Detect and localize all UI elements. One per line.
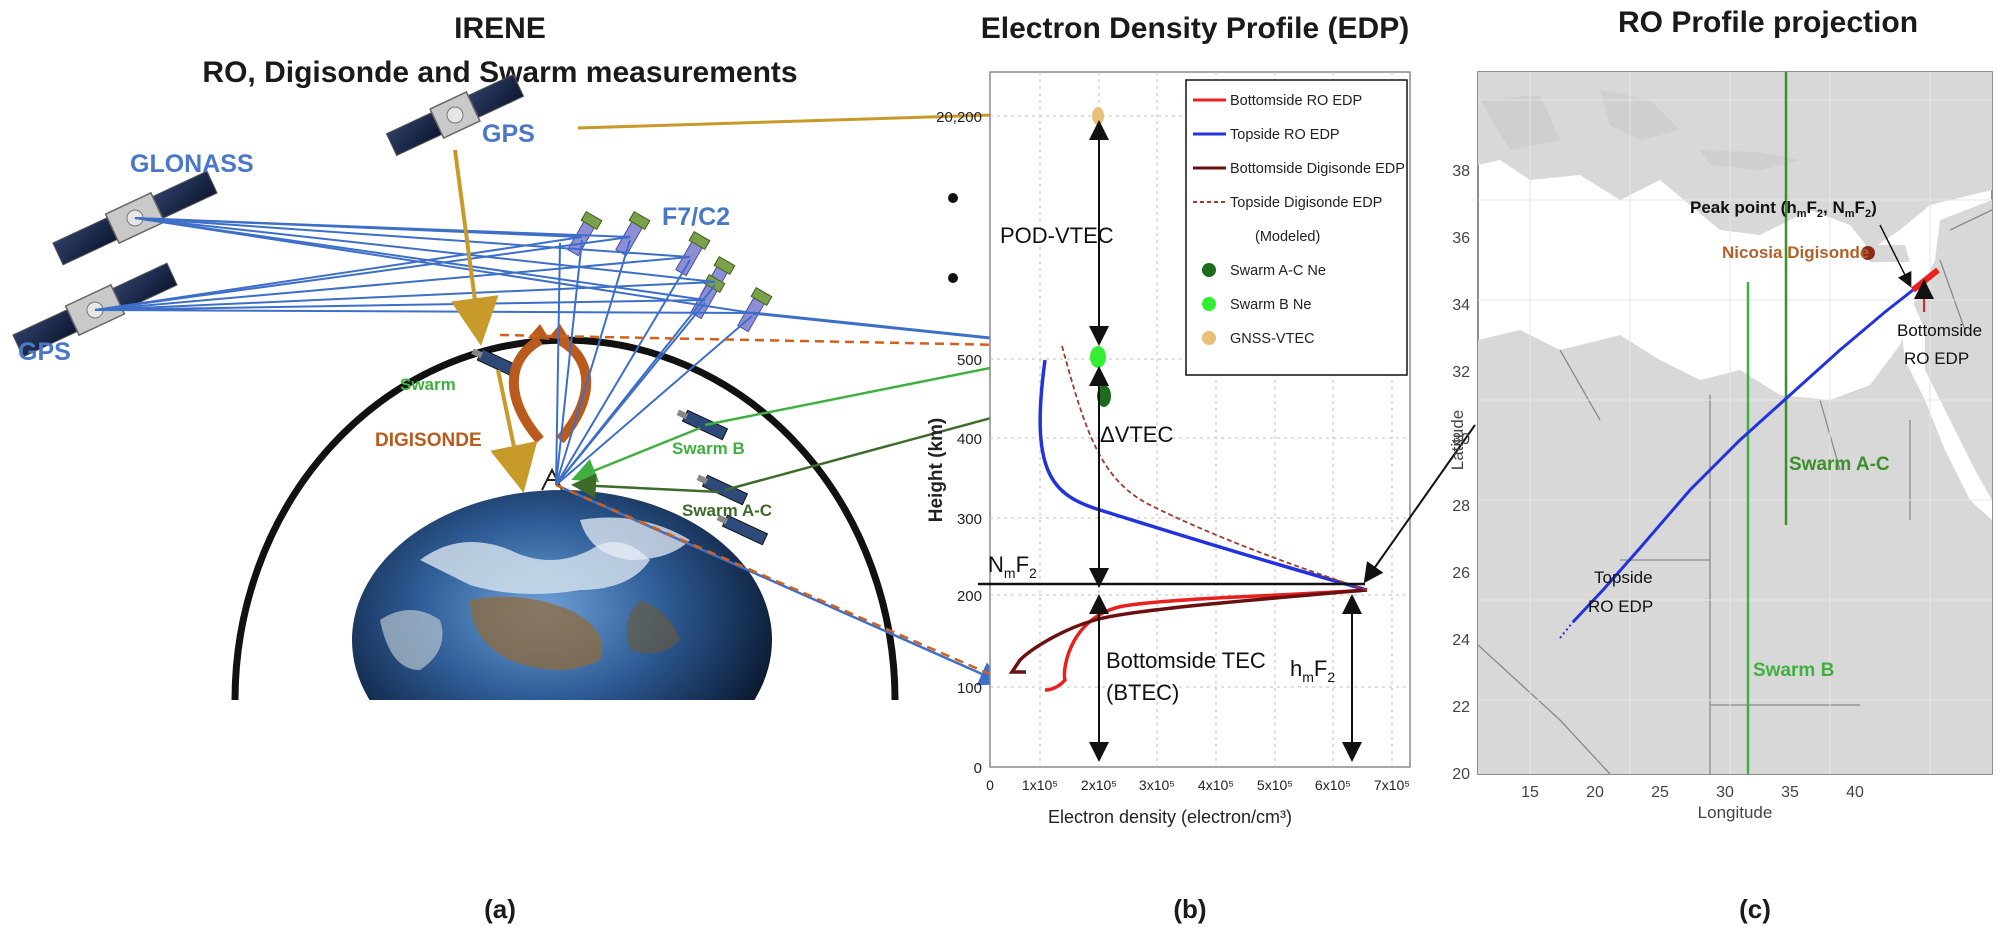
edp-y-tick-label: 200 [957, 588, 982, 605]
edp-y-tick-label: 20,200 [936, 109, 982, 126]
edp-xlabel: Electron density (electron/cm³) [1048, 807, 1292, 827]
gps-left-label: GPS [18, 338, 71, 366]
map-x-tick-label: 40 [1846, 784, 1864, 801]
gnss-radio-links [94, 217, 753, 486]
edp-y-tick-label: 300 [957, 511, 982, 528]
nicosia-digisonde-label: Nicosia Digisonde [1722, 243, 1869, 262]
gnss-vtec-marker [1092, 107, 1104, 125]
panel-c-caption: (c) [1739, 894, 1771, 924]
map-y-tick-label: 22 [1452, 699, 1470, 716]
edp-x-tick-label: 2x10⁵ [1081, 777, 1117, 793]
swarm-a-satellite-icon [696, 474, 749, 506]
legend-entry: Bottomside Digisonde EDP [1230, 161, 1405, 177]
edp-ylabel: Height (km) [926, 418, 947, 523]
edp-x-tick-label: 4x10⁵ [1198, 777, 1234, 793]
pod-vtec-label: POD-VTEC [1000, 223, 1114, 248]
edp-x-tick-label: 7x10⁵ [1374, 777, 1410, 793]
map-ylabel: Latitude [1448, 410, 1467, 471]
swarm-b-ne-marker [1090, 346, 1106, 368]
edp-y-tick-label: 0 [974, 760, 982, 777]
panel-a-caption: (a) [484, 894, 516, 924]
map-xlabel: Longitude [1698, 803, 1773, 822]
edp-legend-items: Bottomside RO EDP Topside RO EDP Bottomsid… [1193, 93, 1405, 347]
map-y-tick-label: 28 [1452, 498, 1470, 515]
bottomside-tec-label: Bottomside TEC [1106, 648, 1266, 673]
legend-entry: (Modeled) [1255, 229, 1320, 245]
edp-x-tick-label: 1x10⁵ [1022, 777, 1058, 793]
map-y-ticks: 20 22 24 26 28 30 32 34 36 38 [1452, 163, 1470, 783]
legend-entry: Swarm B Ne [1230, 297, 1311, 313]
swarm-ac-label: Swarm A-C [682, 501, 772, 520]
btec-label: (BTEC) [1106, 680, 1179, 705]
bottomside-label-1: Bottomside [1897, 321, 1982, 340]
panel-c: RO Profile projection [1448, 6, 1993, 924]
edp-legend [1185, 79, 1408, 376]
delta-vtec-label: ΔVTEC [1100, 422, 1173, 447]
map-x-tick-label: 35 [1781, 784, 1799, 801]
map-y-tick-label: 30 [1452, 431, 1470, 448]
map-y-tick-label: 36 [1452, 230, 1470, 247]
edp-y-tick-label: 500 [957, 352, 982, 369]
legend-swatch [1202, 331, 1216, 345]
edp-x-tick-label: 0 [986, 777, 994, 793]
glonass-label: GLONASS [130, 150, 254, 178]
legend-entry: Bottomside RO EDP [1230, 93, 1362, 109]
swarm-b-label: Swarm B [672, 439, 745, 458]
peak-point-label: Peak point (hmF2, NmF2) [1690, 198, 1877, 220]
legend-entry: Topside RO EDP [1230, 127, 1340, 143]
topside-digisonde-edp-curve [1061, 345, 1368, 591]
legend-swatch [1202, 297, 1216, 311]
panel-b: Electron Density Profile (EDP) Height (k… [926, 12, 1411, 924]
map-y-tick-label: 26 [1452, 565, 1470, 582]
swarm-label: Swarm [400, 375, 456, 394]
map-y-tick-label: 24 [1452, 632, 1470, 649]
map-y-tick-label: 20 [1452, 766, 1470, 783]
swarm-ac-map-label: Swarm A-C [1789, 454, 1890, 475]
f7c2-label: F7/C2 [662, 203, 730, 231]
edp-y-tick-label: 400 [957, 431, 982, 448]
swarm-c-satellite-icon [716, 514, 769, 546]
bottomside-label-2: RO EDP [1904, 349, 1969, 368]
panel-b-title: Electron Density Profile (EDP) [981, 12, 1409, 45]
swarm-b-map-label: Swarm B [1753, 660, 1834, 681]
gps-satellite-top-icon [385, 73, 525, 157]
topside-ro-projection [1571, 288, 1914, 624]
map-x-tick-label: 25 [1651, 784, 1669, 801]
digisonde-label: DIGISONDE [375, 430, 482, 451]
map-x-tick-label: 30 [1716, 784, 1734, 801]
map-x-tick-label: 20 [1586, 784, 1604, 801]
edp-x-tick-label: 3x10⁵ [1139, 777, 1175, 793]
nmf2-label: NmF2 [988, 552, 1037, 581]
panel-a-title-line1: IRENE [454, 12, 546, 45]
hmf2-label: hmF2 [1290, 656, 1335, 685]
map-x-ticks: 15 20 25 30 35 40 [1521, 784, 1864, 801]
digisonde-signal-icon [508, 335, 592, 444]
edp-y-ticks: 0 100 200 300 400 500 20,200 [936, 109, 982, 777]
map-x-tick-label: 15 [1521, 784, 1539, 801]
legend-entry: Swarm A-C Ne [1230, 263, 1326, 279]
map-y-tick-label: 38 [1452, 163, 1470, 180]
legend-entry: GNSS-VTEC [1230, 331, 1315, 347]
gps-top-label: GPS [482, 120, 535, 148]
edp-x-tick-label: 6x10⁵ [1315, 777, 1351, 793]
earth-globe [352, 490, 772, 700]
panel-c-title: RO Profile projection [1618, 6, 1918, 39]
map-y-tick-label: 34 [1452, 297, 1470, 314]
panel-a: IRENE RO, Digisonde and Swarm measuremen… [12, 12, 1096, 924]
topside-label-1: Topside [1594, 568, 1653, 587]
legend-swatch [1202, 263, 1216, 277]
topside-label-2: RO EDP [1588, 597, 1653, 616]
legend-entry: Topside Digisonde EDP [1230, 195, 1382, 211]
nicosia-digisonde-marker [1861, 246, 1875, 260]
map-y-tick-label: 32 [1452, 364, 1470, 381]
panel-b-caption: (b) [1173, 894, 1206, 924]
edp-x-ticks: 0 1x10⁵ 2x10⁵ 3x10⁵ 4x10⁵ 5x10⁵ 6x10⁵ 7x10⁵ [986, 777, 1410, 793]
map-basemap [1478, 72, 1992, 774]
edp-y-tick-label: 100 [957, 680, 982, 697]
edp-x-tick-label: 5x10⁵ [1257, 777, 1293, 793]
